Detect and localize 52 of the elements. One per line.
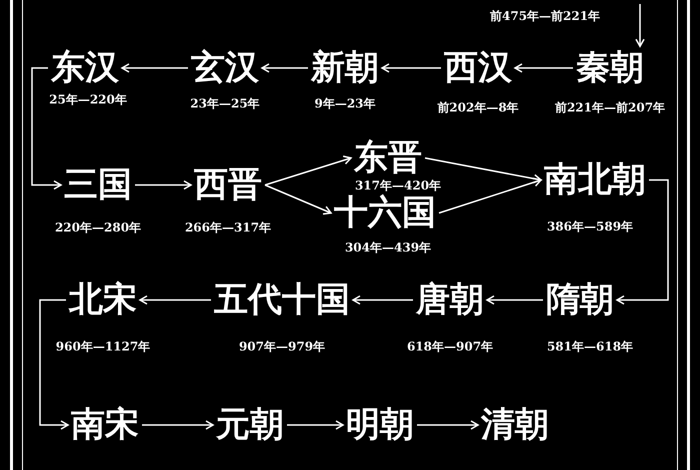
dynasty-name: 明朝 — [346, 406, 414, 444]
arrow — [287, 420, 344, 430]
date-range: 前202年—8年 — [437, 100, 519, 116]
dynasty-name: 五代十国 — [214, 281, 350, 319]
date-range: 386年—589年 — [546, 218, 634, 236]
dynasty-name: 玄汉 — [191, 49, 259, 87]
arrow — [261, 63, 308, 73]
dynasty-name: 南北朝 — [544, 161, 646, 199]
arrow — [139, 295, 211, 305]
arrow — [381, 63, 441, 73]
arrow — [486, 295, 543, 305]
date-range: 25年—220年 — [49, 92, 127, 108]
arrow — [39, 299, 69, 430]
dynasty-name: 秦朝 — [576, 49, 644, 87]
date-range: 618年—907年 — [406, 338, 494, 356]
date-range: 前221年—前207年 — [554, 100, 666, 116]
dynasty-name: 西汉 — [444, 49, 512, 87]
dynasty-name: 唐朝 — [416, 281, 484, 319]
date-range: 581年—618年 — [546, 338, 634, 356]
date-range: 960年—1127年 — [56, 338, 150, 356]
dynasty-name: 新朝 — [311, 49, 379, 87]
date-range: 304年—439年 — [344, 240, 432, 256]
dynasty-name: 东晋 — [354, 139, 422, 177]
date-range: 9年—23年 — [314, 96, 376, 112]
arrow — [514, 63, 573, 73]
date-range: 23年—25年 — [190, 96, 260, 112]
dynasty-name: 清朝 — [481, 406, 549, 444]
arrow — [31, 67, 62, 190]
dynasty-name: 三国 — [64, 166, 132, 204]
arrow — [438, 178, 542, 214]
arrow — [616, 179, 669, 305]
arrow — [142, 420, 214, 430]
arrow — [264, 184, 332, 215]
dynasty-name: 元朝 — [216, 406, 284, 444]
dynasty-name: 南宋 — [71, 406, 139, 444]
dynasty-name: 十六国 — [334, 194, 436, 232]
arrow — [424, 157, 542, 184]
arrow — [264, 156, 352, 186]
dynasty-name: 东汉 — [51, 49, 119, 87]
arrow — [121, 63, 188, 73]
dynasty-name: 北宋 — [69, 281, 137, 319]
date-range: 317年—420年 — [354, 178, 442, 194]
arrow — [635, 4, 645, 48]
date-range: 220年—280年 — [54, 220, 142, 236]
arrow — [417, 420, 479, 430]
dynasty-name: 隋朝 — [546, 281, 614, 319]
arrow — [135, 180, 192, 190]
arrow — [352, 295, 413, 305]
date-range: 前475年—前221年 — [490, 8, 600, 25]
dynasty-name: 西晋 — [194, 166, 262, 204]
date-range: 266年—317年 — [184, 220, 272, 236]
date-range: 907年—979年 — [238, 338, 326, 356]
